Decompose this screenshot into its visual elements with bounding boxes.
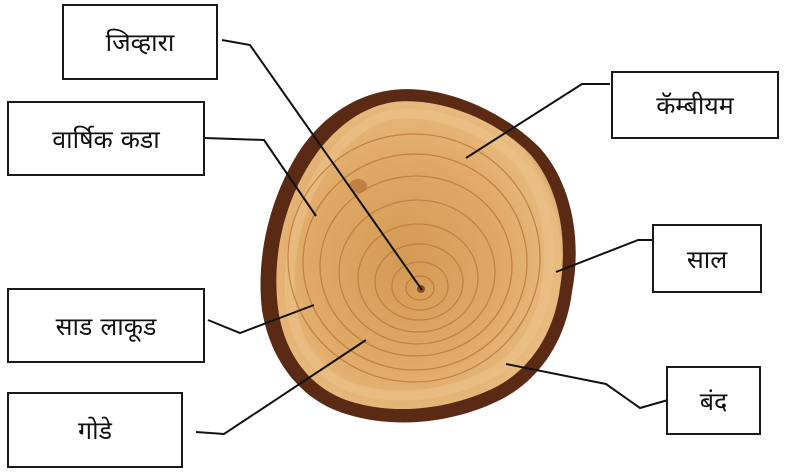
label-annual-ring-text: वार्षिक कडा [52, 122, 160, 156]
label-bark: साल [652, 224, 762, 293]
label-sapwood-text: साड लाकूड [56, 309, 157, 343]
label-bark-text: साल [687, 242, 727, 276]
label-annual-ring: वार्षिक कडा [7, 101, 205, 176]
label-knot: गोडे [7, 392, 183, 468]
label-cambium-text: कॅम्बीयम [656, 88, 734, 122]
label-pith-text: जिव्हारा [106, 25, 175, 59]
label-sapwood: साड लाकूड [7, 288, 205, 363]
label-knot-text: गोडे [78, 413, 112, 447]
label-ray: बंद [666, 366, 761, 435]
label-pith: जिव्हारा [62, 4, 218, 80]
label-ray-text: बंद [700, 384, 728, 418]
label-cambium: कॅम्बीयम [611, 71, 779, 139]
